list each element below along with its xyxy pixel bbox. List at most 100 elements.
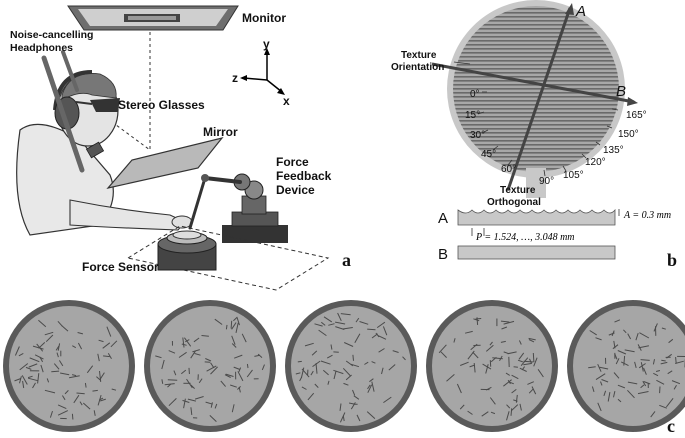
fiber-stroke: [371, 381, 375, 392]
headphones-label-line2: Headphones: [10, 42, 73, 54]
fiber-stroke: [513, 366, 518, 368]
fiber-stroke: [342, 367, 351, 376]
fiber-stroke: [615, 358, 620, 365]
fiber-stroke: [627, 389, 635, 399]
monitor-illustration: [67, 5, 239, 31]
fiber-stroke: [339, 403, 342, 411]
fiber-stroke: [348, 402, 355, 405]
fiber-stroke: [642, 380, 647, 387]
fiber-stroke: [238, 367, 242, 372]
fiber-stroke: [45, 334, 54, 343]
fiber-stroke: [77, 342, 83, 350]
axis-b-line: [431, 62, 635, 104]
fiber-stroke: [350, 363, 360, 368]
angle-label: 165°: [626, 110, 647, 121]
fiber-stroke: [438, 344, 447, 354]
fiber-stroke: [27, 375, 33, 379]
profile-b-shape: [457, 245, 616, 260]
fiber-stroke: [339, 412, 346, 423]
axis-b-label: B: [616, 83, 626, 100]
fiber-stroke: [603, 390, 607, 397]
fiber-texture-disc: [144, 300, 276, 432]
fiber-stroke: [46, 378, 50, 383]
stereo-glasses-label: Stereo Glasses: [118, 98, 205, 112]
fiber-stroke: [237, 386, 241, 390]
fiber-stroke: [64, 390, 69, 395]
fiber-stroke: [224, 374, 231, 378]
fiber-stroke: [76, 392, 85, 395]
angle-label: 120°: [585, 157, 606, 168]
fiber-stroke: [355, 317, 360, 323]
fiber-stroke: [183, 337, 192, 347]
fiber-stroke: [537, 369, 544, 378]
texture-orthogonal-line1: Texture: [500, 185, 536, 196]
fiber-stroke: [352, 389, 356, 396]
fiber-stroke: [353, 395, 360, 400]
angle-label: 0°: [470, 89, 480, 100]
stereo-glasses-illustration: [75, 98, 120, 112]
fiber-stroke: [187, 398, 197, 402]
fiber-stroke: [640, 362, 644, 372]
fiber-stroke: [69, 375, 80, 379]
fiber-stroke: [453, 338, 456, 343]
panel-c-letter: c: [667, 416, 675, 436]
fiber-stroke: [182, 337, 185, 348]
fiber-stroke: [241, 333, 247, 343]
fiber-stroke: [57, 320, 63, 327]
fiber-stroke: [612, 344, 619, 350]
fiber-stroke: [343, 342, 354, 347]
fiber-stroke: [485, 386, 492, 391]
fiber-stroke: [675, 357, 677, 364]
fiber-stroke: [102, 342, 111, 349]
fiber-stroke: [473, 318, 480, 322]
fiber-stroke: [84, 382, 87, 388]
fiber-stroke: [600, 381, 603, 386]
fiber-stroke: [27, 377, 39, 382]
fiber-stroke: [660, 361, 668, 365]
fiber-stroke: [531, 386, 537, 395]
fiber-stroke: [356, 414, 361, 422]
fiber-stroke: [28, 363, 38, 368]
fiber-stroke: [181, 343, 187, 346]
fiber-stroke: [589, 330, 597, 336]
fiber-stroke: [167, 379, 178, 381]
fiber-stroke: [205, 358, 212, 362]
fiber-stroke: [111, 388, 117, 391]
fiber-stroke: [39, 356, 44, 363]
fiber-stroke: [40, 364, 44, 373]
panel-b-letter: b: [667, 250, 677, 270]
fiber-stroke: [640, 359, 650, 361]
angle-label: 60°: [501, 164, 516, 175]
fiber-stroke: [311, 350, 318, 356]
fiber-stroke: [73, 394, 80, 404]
fiber-stroke: [328, 323, 335, 326]
monitor-label: Monitor: [242, 11, 286, 25]
fiber-texture-disc: [426, 300, 558, 432]
fiber-stroke: [350, 402, 356, 410]
fiber-stroke: [167, 383, 172, 388]
panel-a: Monitor y z x: [10, 5, 351, 291]
angle-label: 30°: [470, 130, 485, 141]
fiber-stroke: [323, 316, 333, 323]
fiber-stroke: [490, 356, 497, 363]
fiber-stroke: [513, 399, 518, 402]
angle-tick: [481, 129, 489, 134]
fiber-stroke: [456, 383, 462, 394]
fiber-stroke: [614, 353, 618, 360]
force-feedback-label-line1: Force: [276, 155, 309, 169]
angle-tick: [492, 145, 499, 151]
fiber-stroke: [517, 359, 523, 363]
fiber-stroke: [528, 337, 536, 341]
fiber-stroke: [378, 348, 385, 353]
fiber-stroke: [295, 372, 301, 375]
fiber-stroke: [343, 382, 349, 386]
panel-a-letter: a: [342, 250, 351, 270]
fiber-stroke: [623, 355, 626, 366]
angle-tick: [611, 108, 619, 111]
fiber-stroke: [86, 365, 94, 374]
fiber-stroke: [638, 345, 650, 349]
fiber-stroke: [613, 390, 616, 398]
fiber-stroke: [58, 360, 64, 367]
fiber-stroke: [371, 361, 376, 364]
fiber-stroke: [482, 363, 492, 370]
